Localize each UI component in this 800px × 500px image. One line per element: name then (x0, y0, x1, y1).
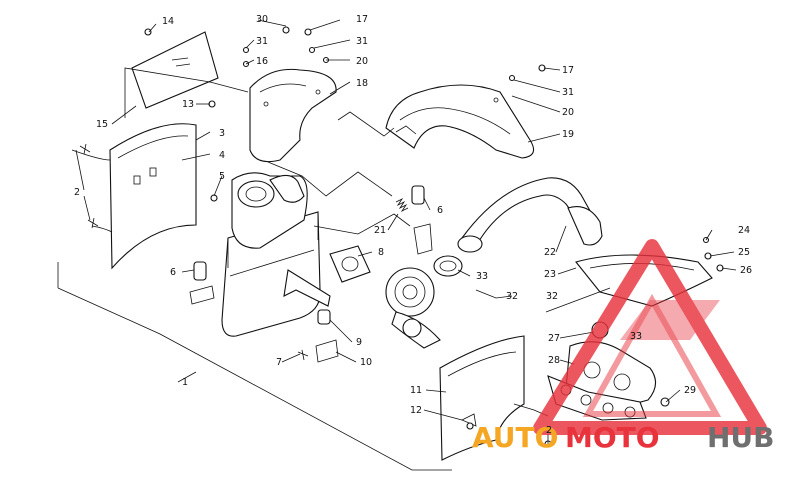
mount-bracket (283, 269, 331, 307)
spring (395, 197, 409, 213)
parts-layer (71, 26, 724, 461)
callout-1: 1 (182, 377, 188, 388)
callout-4: 4 (219, 150, 225, 161)
exhaust-clamp (433, 255, 463, 277)
callout-17: 17 (562, 65, 574, 76)
callout-6: 6 (170, 267, 176, 278)
lower-heat-shield (439, 335, 525, 461)
callout-8: 8 (378, 247, 384, 258)
callout-32: 32 (546, 291, 558, 302)
callout-13: 13 (182, 99, 194, 110)
tailpipe-shield (249, 68, 337, 163)
callout-7: 7 (276, 357, 282, 368)
callout-20: 20 (356, 56, 368, 67)
callout-27: 27 (548, 333, 560, 344)
callout-31: 31 (562, 87, 574, 98)
callout-31: 31 (356, 36, 368, 47)
callout-20: 20 (562, 107, 574, 118)
callout-14: 14 (162, 16, 174, 27)
callout-21: 21 (374, 225, 386, 236)
callout-33: 33 (630, 331, 642, 342)
turbocharger (385, 267, 441, 349)
callout-2: 2 (74, 187, 80, 198)
callout-31: 31 (256, 36, 268, 47)
callout-12: 12 (410, 405, 422, 416)
callout-5: 5 (219, 171, 225, 182)
isolator-left (193, 261, 207, 281)
isolator-9 (317, 309, 331, 325)
callout-3: 3 (219, 128, 225, 139)
callout-2: 2 (546, 425, 552, 436)
left-heat-shield (109, 123, 197, 270)
callout-6: 6 (437, 205, 443, 216)
callout-26: 26 (740, 265, 752, 276)
callout-labels: 14 30 17 31 31 16 20 18 17 31 13 20 15 3… (74, 14, 752, 436)
callout-29: 29 (684, 385, 696, 396)
assembly-lines (57, 67, 611, 471)
callout-16: 16 (256, 56, 268, 67)
isolator-right (411, 185, 425, 205)
callout-9: 9 (356, 337, 362, 348)
gasket (329, 245, 371, 283)
callout-11: 11 (410, 385, 422, 396)
callout-19: 19 (562, 129, 574, 140)
brand-hub: HUB (707, 421, 775, 454)
callout-23: 23 (544, 269, 556, 280)
callout-15: 15 (96, 119, 108, 130)
leader-lines (75, 19, 737, 444)
screw-7 (297, 349, 309, 361)
bolt-14 (144, 28, 152, 36)
callout-25: 25 (738, 247, 750, 258)
callout-30: 30 (256, 14, 268, 25)
resonator-shield (385, 84, 535, 159)
callout-10: 10 (360, 357, 372, 368)
callout-17: 17 (356, 14, 368, 25)
bolt-30 (282, 26, 290, 34)
brand-auto: AUTO (472, 421, 558, 454)
heat-shield-plate (131, 31, 219, 109)
callout-33: 33 (476, 271, 488, 282)
callout-28: 28 (548, 355, 560, 366)
callout-22: 22 (544, 247, 556, 258)
callout-18: 18 (356, 78, 368, 89)
warning-triangle-icon (533, 239, 767, 435)
brand-moto: MOTO (565, 421, 660, 454)
callout-32: 32 (506, 291, 518, 302)
callout-24: 24 (738, 225, 750, 236)
watermark-logo (533, 239, 767, 435)
